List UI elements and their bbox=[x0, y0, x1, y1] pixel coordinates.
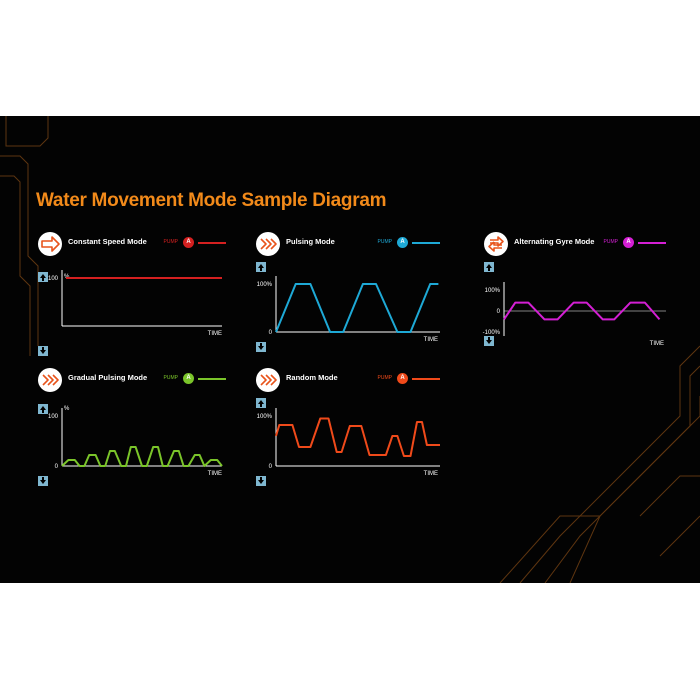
legend: PUMP A bbox=[370, 237, 440, 249]
arrow-up-icon bbox=[38, 404, 48, 414]
legend-pump-label: PUMP bbox=[163, 375, 178, 381]
series-line bbox=[61, 446, 223, 467]
legend-line bbox=[412, 378, 440, 380]
legend-pump-badge: A bbox=[397, 237, 408, 248]
series-line bbox=[275, 417, 440, 457]
x-axis-label: TIME bbox=[650, 341, 664, 346]
arrow-down-icon bbox=[38, 476, 48, 486]
mode-title: Random Mode bbox=[286, 373, 338, 382]
legend-pump-label: PUMP bbox=[163, 239, 178, 245]
constant-speed-chart: 100%TIME bbox=[48, 270, 223, 337]
mode-title: Alternating Gyre Mode bbox=[514, 237, 595, 246]
x-axis-label: TIME bbox=[424, 471, 438, 477]
y-tick-label: 0 bbox=[269, 330, 273, 336]
y-tick-label: 100 bbox=[48, 414, 59, 420]
y-tick-label: 0 bbox=[497, 309, 501, 315]
legend-line bbox=[198, 242, 226, 244]
diagram-title: Water Movement Mode Sample Diagram bbox=[36, 190, 387, 211]
arrow-down-icon bbox=[38, 346, 48, 356]
random-icon bbox=[256, 368, 280, 392]
mode-title: Pulsing Mode bbox=[286, 237, 335, 246]
x-axis-label: TIME bbox=[208, 331, 222, 337]
y-tick-label: 0 bbox=[269, 464, 273, 470]
legend: PUMP A bbox=[156, 373, 226, 385]
legend: PUMP A bbox=[156, 237, 226, 249]
diagram-panel: Water Movement Mode Sample Diagram Const… bbox=[0, 116, 700, 583]
series-line bbox=[275, 283, 439, 333]
constant-speed-icon bbox=[38, 232, 62, 256]
arrow-down-icon bbox=[256, 476, 266, 486]
legend-pump-badge: A bbox=[623, 237, 634, 248]
series-line bbox=[503, 301, 661, 321]
arrow-down-icon bbox=[256, 342, 266, 352]
y-tick-label: -100% bbox=[483, 330, 501, 336]
x-axis-label: TIME bbox=[424, 337, 438, 343]
legend: PUMP A bbox=[370, 373, 440, 385]
y-tick-label: 100% bbox=[485, 288, 501, 294]
alternating-gyre-mode-panel: Alternating Gyre Mode PUMP A 100% 0 -100% T… bbox=[482, 232, 666, 356]
y-tick-label: 0 bbox=[55, 464, 59, 470]
gradual-pulsing-icon bbox=[38, 368, 62, 392]
y-unit-label: % bbox=[64, 406, 70, 412]
x-axis-label: TIME bbox=[208, 471, 222, 477]
legend-pump-label: PUMP bbox=[377, 375, 392, 381]
legend-pump-badge: A bbox=[183, 237, 194, 248]
gradual-pulsing-chart: 100 0% TIME bbox=[48, 406, 223, 477]
legend-line bbox=[198, 378, 226, 380]
legend-pump-label: PUMP bbox=[603, 239, 618, 245]
legend-line bbox=[412, 242, 440, 244]
legend-pump-badge: A bbox=[183, 373, 194, 384]
y-tick-label: 100% bbox=[257, 414, 273, 420]
legend-line bbox=[638, 242, 666, 244]
pulsing-icon bbox=[256, 232, 280, 256]
alternating-gyre-chart: 100% 0 -100% TIME bbox=[483, 282, 666, 346]
arrow-up-icon bbox=[484, 262, 494, 272]
arrow-up-icon bbox=[256, 262, 266, 272]
mode-title: Gradual Pulsing Mode bbox=[68, 373, 148, 382]
legend-pump-badge: A bbox=[397, 373, 408, 384]
gradual-pulsing-mode-panel: Gradual Pulsing Mode PUMP A 100 0% TIME bbox=[36, 368, 226, 492]
legend-pump-label: PUMP bbox=[377, 239, 392, 245]
y-tick-label: 100% bbox=[257, 282, 273, 288]
arrow-down-icon bbox=[484, 336, 494, 346]
constant-speed-mode-panel: Constant Speed Mode PUMP A 100%TIME bbox=[36, 232, 226, 356]
arrow-up-icon bbox=[256, 398, 266, 408]
alternating-gyre-icon bbox=[484, 232, 508, 256]
mode-title: Constant Speed Mode bbox=[68, 237, 147, 246]
y-tick-label: 100 bbox=[48, 276, 59, 282]
arrow-up-icon bbox=[38, 272, 48, 282]
legend: PUMP A bbox=[596, 237, 666, 249]
